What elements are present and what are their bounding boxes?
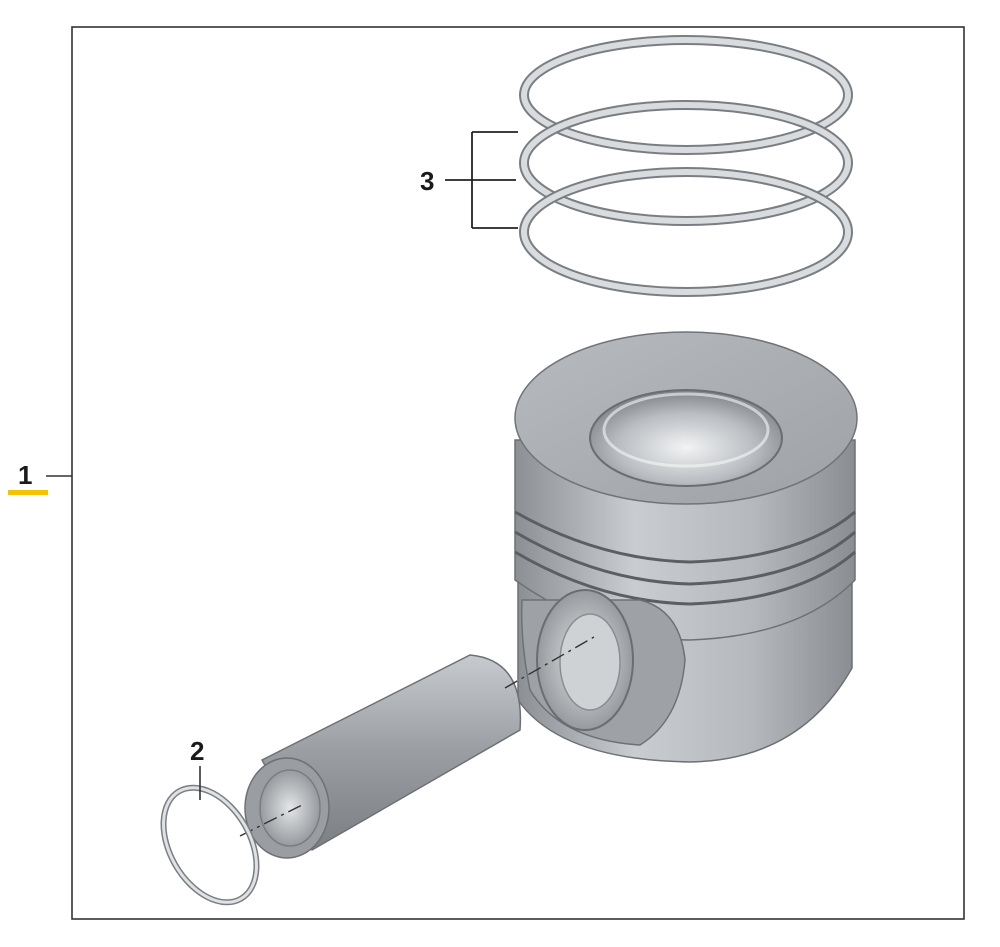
callout-3-piston-rings[interactable]: 3 [420, 166, 435, 196]
piston-icon [514, 331, 858, 763]
callout-1-highlight [8, 490, 48, 495]
leader-bracket-3 [445, 131, 518, 229]
snap-ring-icon [160, 784, 260, 906]
callout-1-piston-assembly[interactable]: 1 [18, 460, 33, 490]
wrist-pin-icon [244, 654, 522, 859]
callout-2-snap-ring[interactable]: 2 [190, 736, 205, 766]
piston-ring-icon [519, 35, 853, 297]
assembly-frame [71, 26, 965, 920]
